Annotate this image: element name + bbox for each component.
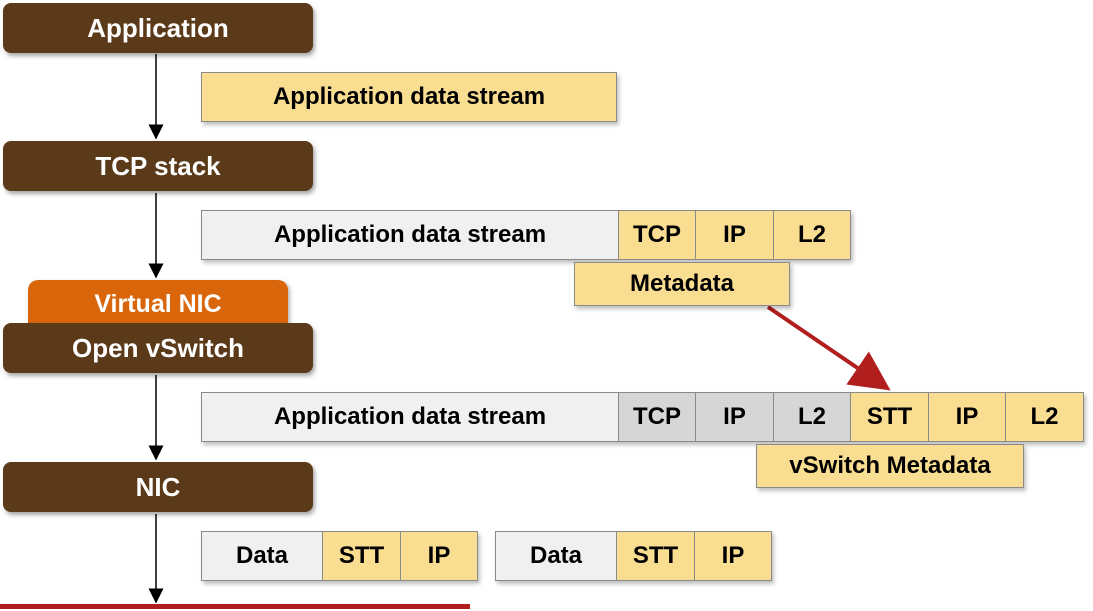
app-data-stream-cell: Application data stream bbox=[201, 210, 619, 260]
stt-header-cell: STT bbox=[322, 531, 401, 581]
outer-ip-header-cell: IP bbox=[928, 392, 1006, 442]
segment-row-2: Data STT IP bbox=[495, 531, 772, 581]
l2-header-cell: L2 bbox=[773, 210, 851, 260]
app-data-stream-cell: Application data stream bbox=[201, 72, 617, 122]
outer-l2-header-cell: L2 bbox=[1005, 392, 1084, 442]
ip-header-cell: IP bbox=[695, 210, 774, 260]
tcp-stack-layer: TCP stack bbox=[3, 141, 313, 191]
data-cell: Data bbox=[201, 531, 323, 581]
ip-header-cell: IP bbox=[694, 531, 772, 581]
l2-header-cell: L2 bbox=[773, 392, 851, 442]
tcp-header-cell: TCP bbox=[618, 210, 696, 260]
packet-row-tcp: Application data stream TCP IP L2 bbox=[201, 210, 851, 260]
tcp-header-cell: TCP bbox=[618, 392, 696, 442]
ip-header-cell: IP bbox=[695, 392, 774, 442]
app-data-stream-cell: Application data stream bbox=[201, 392, 619, 442]
open-vswitch-layer: Open vSwitch bbox=[3, 323, 313, 373]
data-cell: Data bbox=[495, 531, 617, 581]
packet-row-application: Application data stream bbox=[201, 72, 617, 122]
nic-layer: NIC bbox=[3, 462, 313, 512]
application-layer: Application bbox=[3, 3, 313, 53]
metadata-box: Metadata bbox=[574, 262, 790, 306]
segment-row-1: Data STT IP bbox=[201, 531, 478, 581]
ip-header-cell: IP bbox=[400, 531, 478, 581]
metadata-arrow bbox=[766, 305, 891, 391]
virtual-nic-label: Virtual NIC bbox=[94, 290, 222, 318]
packet-row-vswitch: Application data stream TCP IP L2 STT IP… bbox=[201, 392, 1084, 442]
stt-header-cell: STT bbox=[616, 531, 695, 581]
stt-header-cell: STT bbox=[850, 392, 929, 442]
vswitch-metadata-box: vSwitch Metadata bbox=[756, 444, 1024, 488]
network-wire bbox=[0, 604, 470, 609]
